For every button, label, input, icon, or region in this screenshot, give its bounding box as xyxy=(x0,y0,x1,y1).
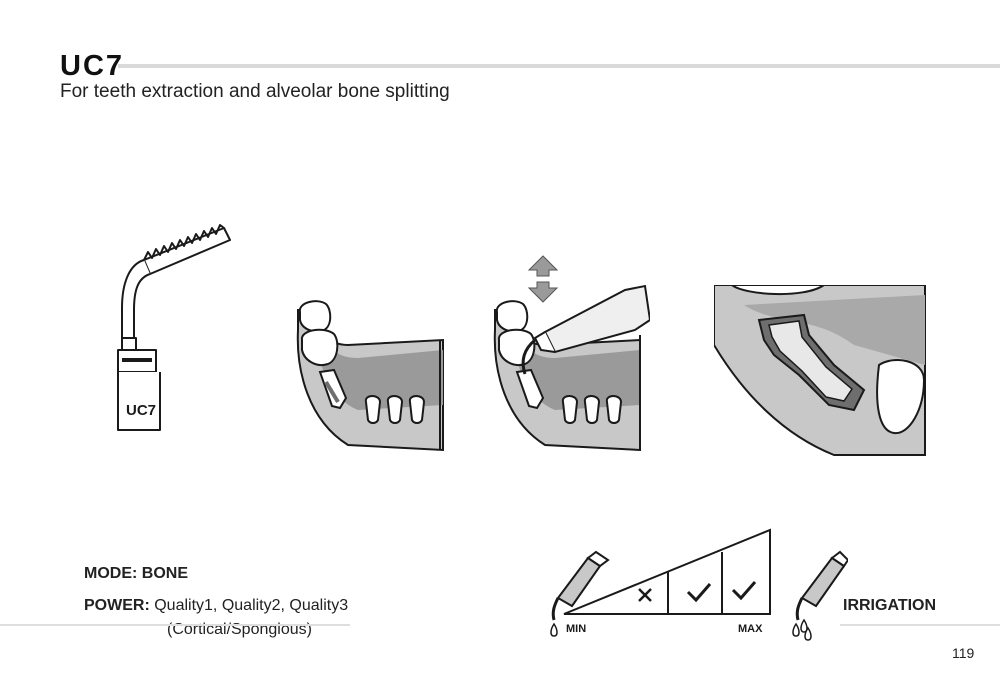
max-label: MAX xyxy=(738,623,763,635)
check-mark-icon xyxy=(686,583,712,603)
power-scale: MIN MAX xyxy=(550,528,771,637)
mode-label: MODE: BONE xyxy=(84,565,188,582)
bottom-rule-right xyxy=(840,624,1000,626)
power-label: POWER: xyxy=(84,597,150,614)
up-down-arrow-icon xyxy=(527,255,559,303)
page-number: 119 xyxy=(952,645,975,661)
bone-saw-tip-icon: UC7 xyxy=(117,224,231,431)
power-value: Quality1, Quality2, Quality3 xyxy=(154,597,349,614)
title-rule xyxy=(118,64,1000,68)
page-subtitle: For teeth extraction and alveolar bone s… xyxy=(60,81,450,102)
single-drop-handpiece-icon xyxy=(550,550,610,637)
tip-label: UC7 xyxy=(126,402,156,419)
power-setting: POWER: Quality1, Quality2, Quality3 xyxy=(84,597,348,615)
min-label: MIN xyxy=(566,623,586,635)
bottom-rule-left xyxy=(0,624,350,626)
page-title: UC7 xyxy=(60,50,125,82)
jaw-handpiece-cutting-icon xyxy=(493,255,650,452)
jaw-tooth-extraction-icon xyxy=(296,300,444,452)
check-mark-icon xyxy=(731,581,757,601)
irrigation-drops-icon xyxy=(792,550,848,641)
irrigation-label: IRRIGATION xyxy=(843,597,937,614)
bone-splitting-closeup-icon xyxy=(714,285,926,456)
cross-mark-icon xyxy=(638,588,652,602)
